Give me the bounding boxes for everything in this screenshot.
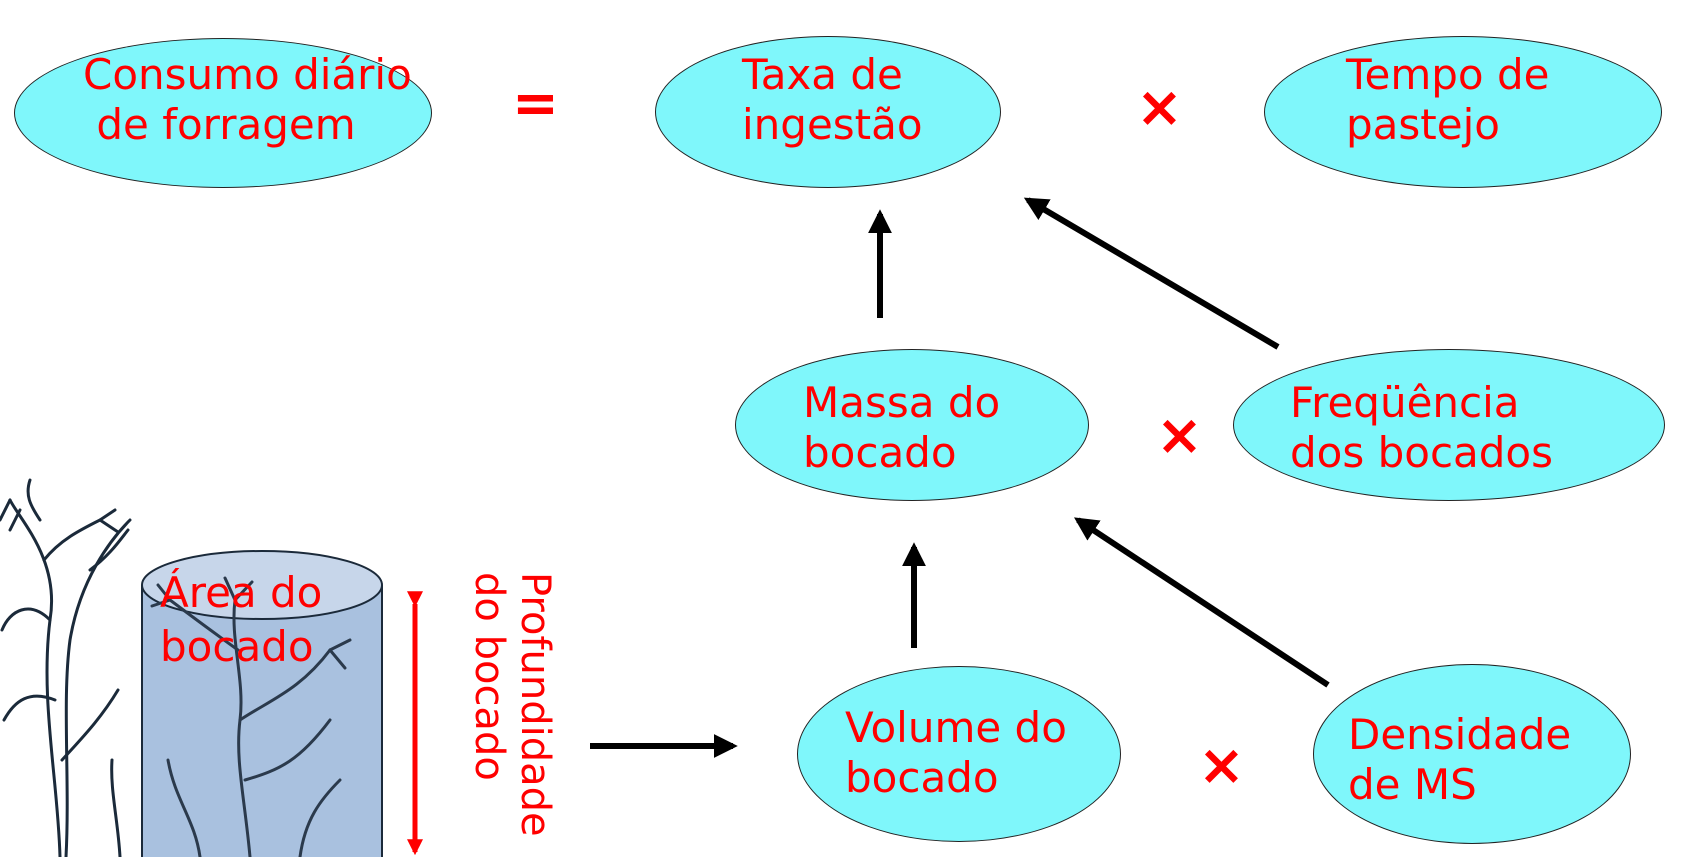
node-densidade-ellipse — [1313, 664, 1631, 844]
node-taxa-label: Taxa de ingestão — [742, 50, 923, 149]
node-consumo-label: Consumo diário de forragem — [83, 50, 412, 149]
plant-in-cylinder — [150, 576, 352, 857]
node-tempo-label: Tempo de pastejo — [1346, 50, 1550, 149]
bite-area-label: Área do bocado — [160, 568, 323, 671]
arrow-frequencia-to-taxa — [1023, 197, 1280, 350]
node-tempo-ellipse — [1264, 36, 1662, 188]
bite-depth-label: Profundidade do bocado — [466, 572, 558, 837]
bite-cylinder — [141, 550, 383, 857]
node-volume-label: Volume do bocado — [845, 703, 1067, 802]
times-operator-3: × — [1198, 733, 1245, 798]
node-densidade-label: Densidade de MS — [1348, 710, 1572, 809]
node-taxa-ellipse — [655, 36, 1001, 188]
node-massa-ellipse — [735, 349, 1089, 501]
plant-illustration — [0, 478, 132, 857]
node-massa-label: Massa do bocado — [803, 378, 1001, 477]
arrow-densidade-to-massa — [1073, 517, 1330, 688]
node-consumo-ellipse — [14, 38, 432, 188]
node-frequencia-ellipse — [1233, 349, 1665, 501]
times-operator-2: × — [1156, 403, 1203, 468]
times-operator-1: × — [1136, 75, 1183, 140]
node-frequencia-label: Freqüência dos bocados — [1290, 378, 1554, 477]
equals-operator: = — [512, 71, 559, 136]
node-volume-ellipse — [797, 666, 1121, 842]
